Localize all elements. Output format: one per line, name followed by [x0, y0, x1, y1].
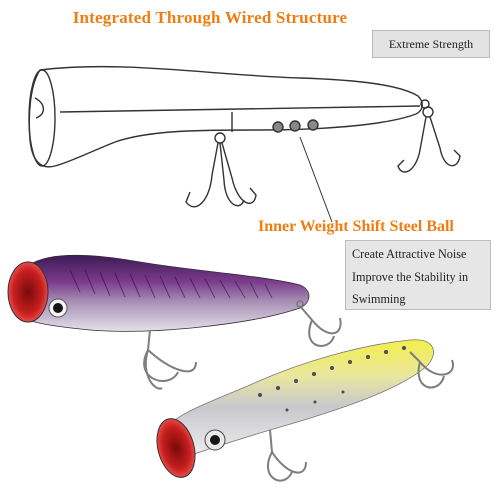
purple-lure-mouth: [7, 261, 49, 323]
purple-lure-body: [9, 254, 310, 332]
strength-callout: Extreme Strength: [372, 30, 490, 58]
lure-mouth-outline: [28, 69, 56, 167]
feature-line: Create Attractive Noise: [352, 247, 467, 261]
steel-ball-icon: [289, 120, 301, 132]
yellow-lure-photo: [156, 339, 454, 482]
steel-ball-icon: [307, 119, 319, 131]
yellow-lure-body: [159, 339, 434, 463]
steel-ball-icon: [272, 121, 284, 133]
structure-heading: Integrated Through Wired Structure: [72, 8, 348, 27]
front-hook-outline: [185, 132, 257, 208]
feature-line: Swimming: [352, 292, 406, 306]
yellow-lure-mouth: [156, 418, 196, 478]
through-wire: [59, 105, 421, 113]
rear-hook-outline: [397, 106, 461, 173]
purple-lure-photo: [7, 254, 342, 390]
wire-diagram: [28, 65, 461, 223]
feature-line: Improve the Stability in: [352, 269, 469, 284]
features-callout: Create Attractive Noise Improve the Stab…: [345, 240, 491, 310]
lure-outline: [28, 65, 423, 168]
weight-heading: Inner Weight Shift Steel Ball: [258, 218, 454, 235]
